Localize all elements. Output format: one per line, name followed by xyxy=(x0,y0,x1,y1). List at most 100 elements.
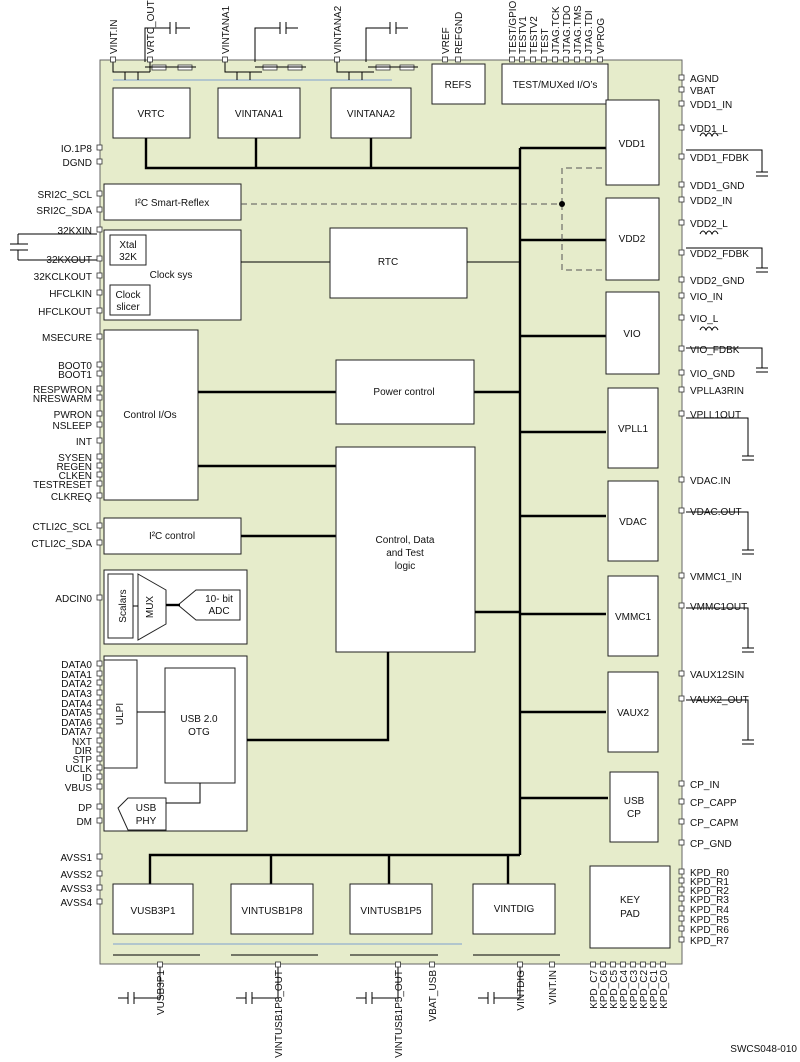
pin-kpd-c0-terminal xyxy=(660,961,666,968)
pin-clkreq-terminal xyxy=(96,492,103,499)
pin-vintusb1p5-out-terminal xyxy=(395,961,401,968)
usb-otg-label-1: USB 2.0 xyxy=(180,714,218,725)
pin-io-1p8: IO.1P8 xyxy=(61,144,93,155)
clock-slicer-label-2: slicer xyxy=(116,302,140,313)
pin-msecure: MSECURE xyxy=(42,333,92,344)
pin-avss2: AVSS2 xyxy=(61,870,93,881)
pin-vio-in: VIO_IN xyxy=(690,292,723,303)
pin-vmmc1-in: VMMC1_IN xyxy=(690,572,742,583)
usb-phy-label-2: PHY xyxy=(136,816,157,827)
pin-vprog-terminal xyxy=(597,56,603,63)
pin-kpd-r1-terminal xyxy=(678,877,685,884)
pin-vaux2-out: VAUX2_OUT xyxy=(690,695,749,706)
pin-vintana2: VINTANA2 xyxy=(333,5,344,54)
pin-kpd-c7-terminal xyxy=(590,961,596,968)
rtc-label: RTC xyxy=(378,257,398,268)
pin-boot1: BOOT1 xyxy=(58,370,92,381)
pin-respwron-terminal xyxy=(96,385,103,392)
pin-32kclkout: 32KCLKOUT xyxy=(34,272,92,283)
pin-jtag-tck-terminal xyxy=(552,56,558,63)
vdd2-block xyxy=(605,197,660,281)
pin-clken-terminal xyxy=(96,471,103,478)
pin-32kxin: 32KXIN xyxy=(58,226,92,237)
keypad-label-2: PAD xyxy=(620,909,640,920)
pin-vio-fdbk-terminal xyxy=(678,345,685,352)
adc-shape xyxy=(177,589,241,621)
pin-avss3-terminal xyxy=(96,884,103,891)
pin-kpd-c5-terminal xyxy=(610,961,616,968)
pin-vio-l-terminal xyxy=(678,314,685,321)
vdac-label: VDAC xyxy=(619,517,647,528)
pin-nreswarm: NRESWARM xyxy=(33,394,92,405)
usb-otg-block xyxy=(164,667,236,784)
pin-ctli2c-sda-terminal xyxy=(96,539,103,546)
pin-kpd-r2-terminal xyxy=(678,886,685,893)
pin-vbat-terminal xyxy=(678,86,685,93)
pin-test-terminal xyxy=(541,56,547,63)
pin-data5: DATA5 xyxy=(61,708,92,719)
vintana2-label: VINTANA2 xyxy=(347,109,396,120)
pin-avss2-terminal xyxy=(96,870,103,877)
vintdig-block xyxy=(472,883,556,935)
mux-shape xyxy=(137,573,167,641)
pin-cp-capm: CP_CAPM xyxy=(690,818,738,829)
refs-label: REFS xyxy=(445,80,472,91)
pin-vrtc-out-terminal xyxy=(147,56,153,63)
pin-test: TEST xyxy=(540,28,551,54)
pin-vdac-out-terminal xyxy=(678,507,685,514)
pin-vdac-out: VDAC.OUT xyxy=(690,507,742,518)
pin-vbus-terminal xyxy=(96,783,103,790)
vpll1-block xyxy=(607,387,659,469)
pin-cp-gnd: CP_GND xyxy=(690,839,732,850)
pin-ctli2c-sda: CTLI2C_SDA xyxy=(31,539,92,550)
pin-nsleep: NSLEEP xyxy=(53,421,93,432)
pin-jtag-tdi: JTAG.TDI xyxy=(584,10,595,54)
vaux2-label: VAUX2 xyxy=(617,708,649,719)
pin-vdac-in: VDAC.IN xyxy=(690,476,731,487)
pin-vbat: VBAT xyxy=(690,86,715,97)
pin-vdd2-l-terminal xyxy=(678,219,685,226)
vusb3p1-block xyxy=(112,883,194,935)
pin-boot1-terminal xyxy=(96,370,103,377)
pin-vint-in: VINT.IN xyxy=(109,20,120,54)
vintusb1p8-label: VINTUSB1P8 xyxy=(241,906,303,917)
pin-cp-in: CP_IN xyxy=(690,780,719,791)
pin-adcin0-terminal xyxy=(96,594,103,601)
right-regulators: VDD1 VDD2 VIO VPLL1 VDAC VMMC1 VAUX2 USB… xyxy=(589,99,768,949)
keypad-label-1: KEY xyxy=(620,895,640,906)
vusb3p1-label: VUSB3P1 xyxy=(130,906,175,917)
control-logic-label-3: logic xyxy=(395,561,416,572)
pin-vdd2-fdbk: VDD2_FDBK xyxy=(690,249,749,260)
pin-data2-terminal xyxy=(96,679,103,686)
pin-vprog: VPROG xyxy=(596,18,607,54)
pin-refgnd-terminal xyxy=(455,56,461,63)
pin-stp: STP xyxy=(73,755,93,766)
figure-id: SWCS048-010 xyxy=(730,1044,797,1055)
pin-adcin0: ADCIN0 xyxy=(55,594,92,605)
pin-vdd2-in-terminal xyxy=(678,196,685,203)
scalars-block xyxy=(107,573,134,639)
pin-respwron: RESPWRON xyxy=(33,385,92,396)
pin-refgnd: REFGND xyxy=(454,12,465,54)
pin-nxt-terminal xyxy=(96,737,103,744)
pin-stp-terminal xyxy=(96,755,103,762)
pin-vaux12sin-terminal xyxy=(678,670,685,677)
pin-ctli2c-scl: CTLI2C_SCL xyxy=(33,522,93,533)
pin-vmmc1out-terminal xyxy=(678,602,685,609)
pin-hfclkout: HFCLKOUT xyxy=(38,307,92,318)
pin-uclk-terminal xyxy=(96,764,103,771)
clock-slicer-block xyxy=(109,284,151,316)
pin-vusb3p1-terminal xyxy=(157,961,163,968)
pin-vref: VREF xyxy=(441,27,452,54)
top-regulators: VRTC VINTANA1 VINTANA2 xyxy=(112,22,520,170)
pin-pwron-terminal xyxy=(96,410,103,417)
pin-avss1: AVSS1 xyxy=(61,853,93,864)
adc-label-2: ADC xyxy=(208,606,229,617)
vio-label: VIO xyxy=(623,329,640,340)
pin-vdd1-l-terminal xyxy=(678,124,685,131)
pin-pwron: PWRON xyxy=(54,410,92,421)
pin-dp-terminal xyxy=(96,803,103,810)
pin-int: INT xyxy=(76,437,92,448)
